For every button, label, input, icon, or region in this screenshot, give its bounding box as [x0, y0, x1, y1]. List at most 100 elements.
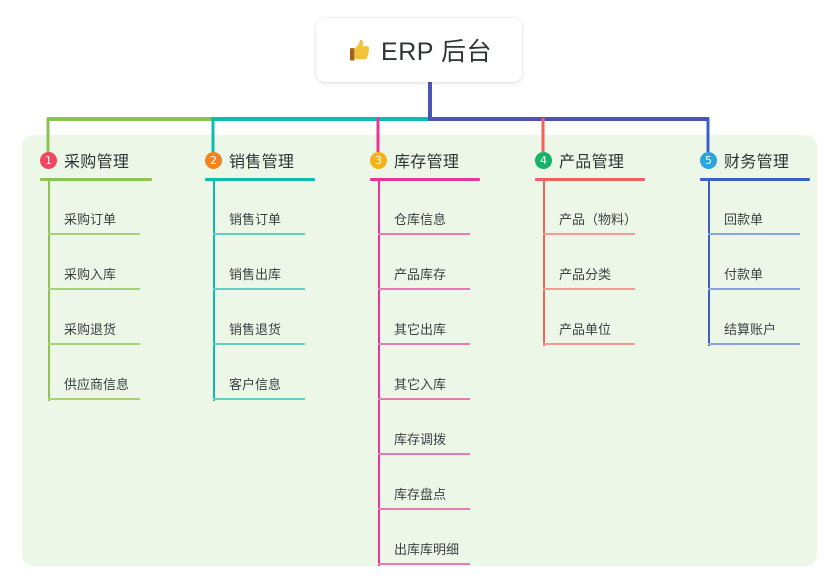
branch-item-label: 产品（物料） — [559, 212, 638, 227]
branch-item-label: 库存盘点 — [394, 487, 447, 502]
branch-underline — [700, 178, 810, 181]
branch-item[interactable]: 产品（物料） — [535, 181, 645, 236]
branch-item-label: 结算账户 — [724, 322, 777, 337]
branch-item[interactable]: 采购退货 — [40, 291, 152, 346]
branch-item-underline — [708, 233, 800, 235]
branch-item-underline — [48, 233, 140, 235]
branch-item-label: 供应商信息 — [64, 377, 130, 392]
branch-item[interactable]: 销售出库 — [205, 236, 315, 291]
branch-item-label: 采购入库 — [64, 267, 117, 282]
branch-item-underline — [378, 288, 470, 290]
branch-item-label: 回款单 — [724, 212, 764, 227]
branch-item[interactable]: 库存盘点 — [370, 456, 480, 511]
branch-item-label: 库存调拨 — [394, 432, 447, 447]
branch-badge-3: 3 — [370, 151, 387, 169]
branch-header-4[interactable]: 4 产品管理 — [535, 148, 645, 172]
branch-item[interactable]: 结算账户 — [700, 291, 810, 346]
branch-title: 采购管理 — [64, 154, 130, 171]
branch-column-1: 1 采购管理采购订单采购入库采购退货供应商信息 — [40, 148, 152, 401]
branch-item-underline — [378, 453, 470, 455]
branch-badge-2: 2 — [205, 151, 222, 169]
branch-item-underline — [48, 288, 140, 290]
branch-trunk-line — [48, 181, 50, 401]
branch-item-underline — [213, 288, 305, 290]
branch-item-underline — [213, 233, 305, 235]
branch-item[interactable]: 销售退货 — [205, 291, 315, 346]
branch-item[interactable]: 出库库明细 — [370, 511, 480, 566]
branch-item[interactable]: 供应商信息 — [40, 346, 152, 401]
branch-items: 采购订单采购入库采购退货供应商信息 — [40, 181, 152, 401]
branch-item[interactable]: 其它入库 — [370, 346, 480, 401]
branch-item-label: 产品单位 — [559, 322, 612, 337]
branch-items: 回款单付款单结算账户 — [700, 181, 810, 346]
branch-trunk-line — [213, 181, 215, 401]
branch-item-underline — [543, 233, 635, 235]
branch-trunk-line — [708, 181, 710, 346]
branch-items: 仓库信息产品库存其它出库其它入库库存调拨库存盘点出库库明细 — [370, 181, 480, 566]
branch-item-label: 销售退货 — [229, 322, 282, 337]
branch-item[interactable]: 产品分类 — [535, 236, 645, 291]
branch-item[interactable]: 其它出库 — [370, 291, 480, 346]
branch-trunk-line — [543, 181, 545, 346]
branch-item[interactable]: 客户信息 — [205, 346, 315, 401]
branch-item[interactable]: 仓库信息 — [370, 181, 480, 236]
branch-trunk-line — [378, 181, 380, 566]
branch-item-underline — [378, 563, 470, 565]
branch-items: 销售订单销售出库销售退货客户信息 — [205, 181, 315, 401]
branch-item-underline — [708, 343, 800, 345]
branch-item-label: 产品库存 — [394, 267, 447, 282]
branch-item[interactable]: 采购订单 — [40, 181, 152, 236]
branch-item-label: 其它入库 — [394, 377, 447, 392]
branch-header-5[interactable]: 5 财务管理 — [700, 148, 810, 172]
branch-column-4: 4 产品管理产品（物料） 产品分类产品单位 — [535, 148, 645, 346]
branch-item[interactable]: 回款单 — [700, 181, 810, 236]
branch-item-label: 客户信息 — [229, 377, 282, 392]
branch-item[interactable]: 产品单位 — [535, 291, 645, 346]
branch-item[interactable]: 付款单 — [700, 236, 810, 291]
root-node[interactable]: ERP 后台 — [316, 18, 522, 82]
branch-item-underline — [48, 343, 140, 345]
branch-item-label: 采购订单 — [64, 212, 117, 227]
branch-item[interactable]: 库存调拨 — [370, 401, 480, 456]
branch-item-underline — [378, 233, 470, 235]
branch-item-underline — [213, 398, 305, 400]
branch-column-3: 3 库存管理仓库信息产品库存其它出库其它入库库存调拨库存盘点出库库明细 — [370, 148, 480, 566]
branch-column-5: 5 财务管理回款单付款单结算账户 — [700, 148, 810, 346]
branch-item-label: 销售出库 — [229, 267, 282, 282]
branch-badge-1: 1 — [40, 151, 57, 169]
branch-item-underline — [378, 343, 470, 345]
diagram-panel — [22, 135, 817, 566]
branch-item-label: 采购退货 — [64, 322, 117, 337]
branch-badge-4: 4 — [535, 151, 552, 169]
branch-header-3[interactable]: 3 库存管理 — [370, 148, 480, 172]
branch-item[interactable]: 销售订单 — [205, 181, 315, 236]
branch-underline — [535, 178, 645, 181]
branch-item-underline — [543, 343, 635, 345]
branch-title: 库存管理 — [394, 154, 460, 171]
branch-items: 产品（物料） 产品分类产品单位 — [535, 181, 645, 346]
branch-title: 财务管理 — [724, 154, 790, 171]
thumbs-up-icon — [350, 39, 370, 61]
branch-item[interactable]: 采购入库 — [40, 236, 152, 291]
branch-item-underline — [213, 343, 305, 345]
branch-underline — [370, 178, 480, 181]
branch-item-label: 付款单 — [724, 267, 764, 282]
branch-item-label: 销售订单 — [229, 212, 282, 227]
branch-item-label: 仓库信息 — [394, 212, 447, 227]
branch-item-underline — [48, 398, 140, 400]
branch-item[interactable]: 产品库存 — [370, 236, 480, 291]
branch-item-label: 出库库明细 — [394, 542, 460, 557]
branch-badge-5: 5 — [700, 151, 717, 169]
branch-item-label: 产品分类 — [559, 267, 612, 282]
branch-item-label: 其它出库 — [394, 322, 447, 337]
branch-item-underline — [378, 508, 470, 510]
branch-item-underline — [378, 398, 470, 400]
branch-header-1[interactable]: 1 采购管理 — [40, 148, 152, 172]
branch-item-underline — [708, 288, 800, 290]
branch-title: 产品管理 — [559, 154, 625, 171]
branch-item-underline — [543, 288, 635, 290]
branch-underline — [205, 178, 315, 181]
branch-underline — [40, 178, 152, 181]
